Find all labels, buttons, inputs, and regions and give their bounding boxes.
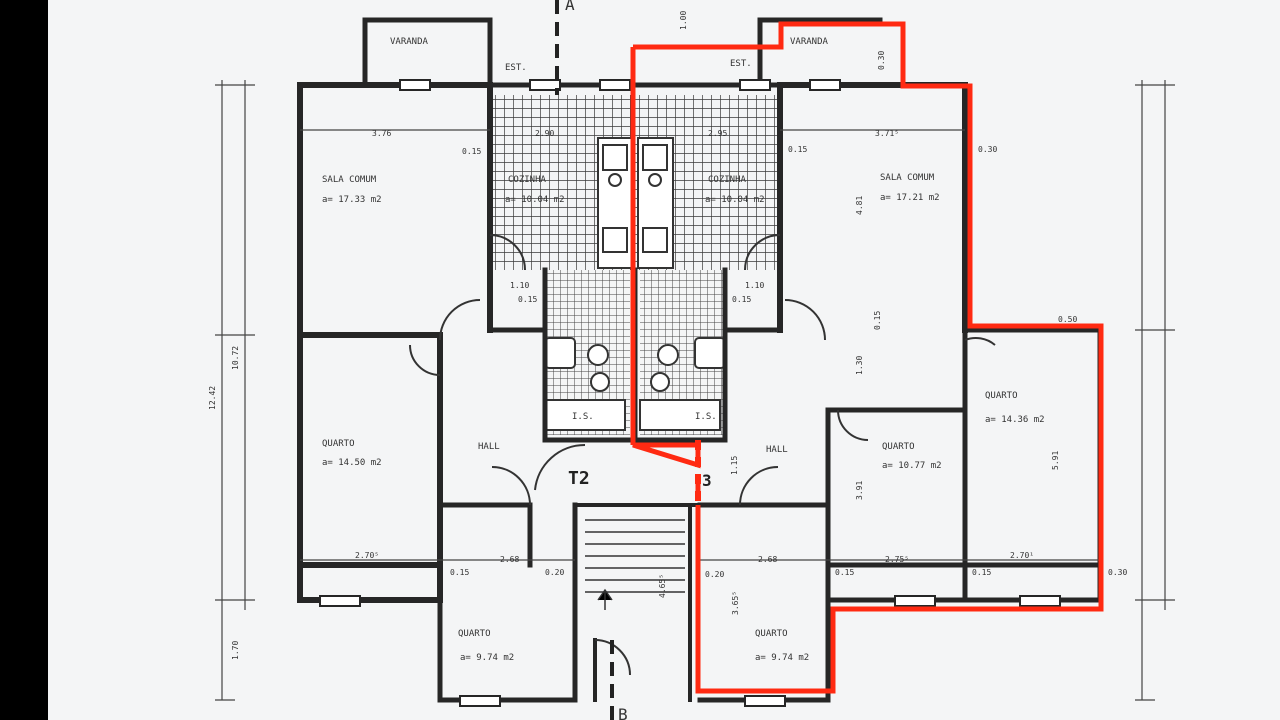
dim-1-00: 1.00 <box>679 11 688 30</box>
apartment-highlight-outline <box>630 21 1104 694</box>
bath-fixtures <box>544 337 726 431</box>
sala-right-name: SALA COMUM <box>880 173 935 183</box>
dim-0-15-f: 0.15 <box>835 568 854 577</box>
quarto-left-big-area: a= 14.50 m2 <box>322 458 382 468</box>
hall-right-label: HALL <box>766 445 788 455</box>
dimension-lines <box>215 80 1175 701</box>
sala-left-area: a= 17.33 m2 <box>322 195 382 205</box>
cozinha-left-area: a= 10.04 m2 <box>505 195 565 205</box>
dim-2-70: 2.70⁵ <box>355 551 379 560</box>
dim-4-65: 4.65⁵ <box>658 574 667 598</box>
sala-right-area: a= 17.21 m2 <box>880 193 940 203</box>
dim-0-30-b: 0.30 <box>1108 568 1127 577</box>
sala-left-name: SALA COMUM <box>322 175 377 185</box>
quarto-right-far-area: a= 14.36 m2 <box>985 415 1045 425</box>
staircase <box>585 519 685 610</box>
dim-3-91: 3.91 <box>855 481 864 500</box>
dim-0-50: 0.50 <box>1058 315 1077 324</box>
label-varanda-right: VARANDA <box>790 37 829 47</box>
dim-0-15-a: 0.15 <box>462 147 481 156</box>
apartment-type-label: T2 <box>568 468 590 489</box>
dim-3-76: 3.76 <box>372 129 391 138</box>
dim-0-30-a: 0.30 <box>978 145 997 154</box>
walls <box>297 17 1103 703</box>
cozinha-left-name: COZINHA <box>508 175 547 185</box>
section-marker-b: B <box>618 705 628 720</box>
label-est-right: EST. <box>730 59 752 69</box>
wc-right-label: I.S. <box>695 412 717 422</box>
dim-3-71: 3.71⁵ <box>875 129 899 138</box>
windows <box>319 79 1061 707</box>
dim-12-42-left: 12.42 <box>208 386 217 410</box>
dim-0-15-b: 0.15 <box>788 145 807 154</box>
dim-1-10-a: 1.10 <box>510 281 529 290</box>
quarto-right-far-name: QUARTO <box>985 391 1018 401</box>
kitchen-fixtures <box>597 137 674 269</box>
dim-2-75: 2.75⁵ <box>885 555 909 564</box>
doors <box>409 234 996 676</box>
dim-0-15-c: 0.15 <box>518 295 537 304</box>
wc-left-label: I.S. <box>572 412 594 422</box>
quarto-right-mid-area: a= 10.77 m2 <box>882 461 942 471</box>
dim-10-72: 10.72 <box>231 346 240 370</box>
dim-3-65: 3.65⁵ <box>731 591 740 615</box>
cozinha-right-area: a= 10.04 m2 <box>705 195 765 205</box>
quarto-left-small-area: a= 9.74 m2 <box>460 653 514 663</box>
cozinha-right-name: COZINHA <box>708 175 747 185</box>
dim-1-15: 1.15 <box>730 456 739 475</box>
quarto-left-big-name: QUARTO <box>322 439 355 449</box>
dim-2-68-a: 2.68 <box>500 555 519 564</box>
label-varanda-left: VARANDA <box>390 37 429 47</box>
dim-1-10-b: 1.10 <box>745 281 764 290</box>
label-est-left: EST. <box>505 63 527 73</box>
dim-0-20-a: 0.20 <box>545 568 564 577</box>
quarto-right-small-area: a= 9.74 m2 <box>755 653 809 663</box>
dim-0-15-d: 0.15 <box>732 295 751 304</box>
dim-2-70-1: 2.70¹ <box>1010 551 1034 560</box>
dim-1-30: 1.30 <box>855 356 864 375</box>
dim-0-15-h: 0.15 <box>873 311 882 330</box>
dim-1-70: 1.70 <box>231 641 240 660</box>
dim-0-20-b: 0.20 <box>705 570 724 579</box>
dim-5-91: 5.91 <box>1051 451 1060 470</box>
dim-2-95: 2.95 <box>708 129 727 138</box>
quarto-right-mid-name: QUARTO <box>882 442 915 452</box>
dim-2-68-b: 2.68 <box>758 555 777 564</box>
section-marker-a: A <box>565 0 575 14</box>
left-black-border <box>0 0 48 720</box>
dim-4-81: 4.81 <box>855 196 864 215</box>
quarto-right-small-name: QUARTO <box>755 629 788 639</box>
dim-0-15-g: 0.15 <box>972 568 991 577</box>
dim-2-90: 2.90 <box>535 129 554 138</box>
dim-0-30-c: 0.30 <box>877 51 886 70</box>
dim-0-15-e: 0.15 <box>450 568 469 577</box>
apartment-number-label: 3 <box>702 471 712 490</box>
hall-left-label: HALL <box>478 442 500 452</box>
quarto-left-small-name: QUARTO <box>458 629 491 639</box>
